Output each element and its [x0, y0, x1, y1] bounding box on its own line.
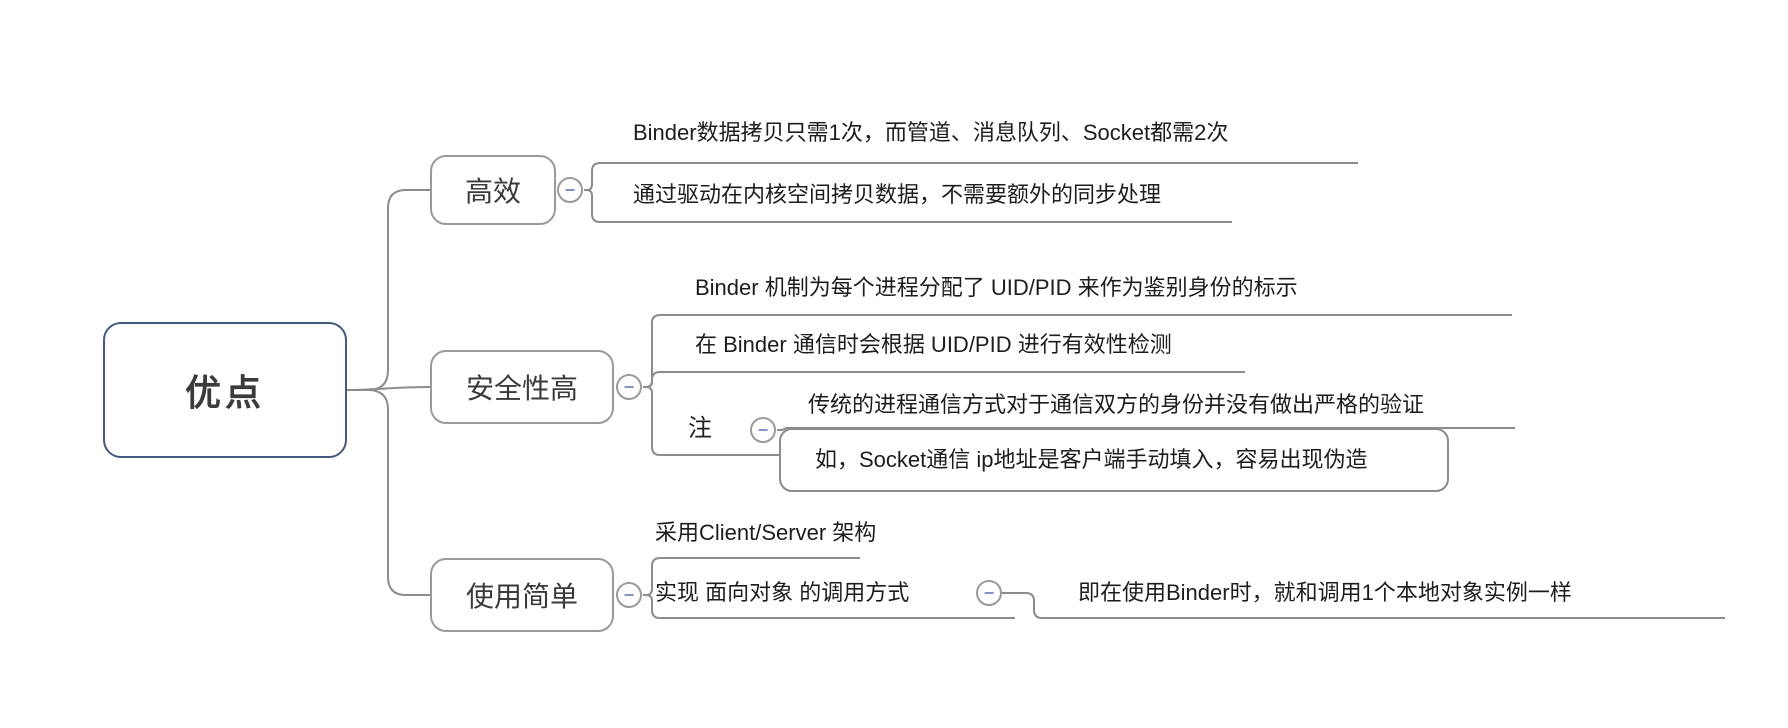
subtopic-kernel-copy[interactable]: 通过驱动在内核空间拷贝数据，不需要额外的同步处理	[633, 182, 1162, 207]
branch-topic-security-label: 安全性高	[465, 373, 578, 404]
branch-topic-easy-use-label: 使用简单	[465, 581, 578, 612]
collapse-toggle-easy-use[interactable]: −	[616, 582, 642, 608]
branch-topic-security[interactable]: 安全性高	[430, 350, 614, 424]
branch-topic-easy-use[interactable]: 使用简单	[430, 558, 614, 632]
branch-topic-efficiency-label: 高效	[464, 176, 521, 207]
subtopic-uid-pid-assign[interactable]: Binder 机制为每个进程分配了 UID/PID 来作为鉴别身份的标示	[695, 275, 1298, 300]
collapse-toggle-note[interactable]: −	[750, 417, 776, 443]
minus-icon: −	[564, 180, 576, 200]
subtopic-copy-once[interactable]: Binder数据拷贝只需1次，而管道、消息队列、Socket都需2次	[633, 120, 1229, 145]
root-topic[interactable]: 优点	[103, 322, 347, 458]
collapse-toggle-efficiency[interactable]: −	[557, 177, 583, 203]
subtopic-uid-pid-check[interactable]: 在 Binder 通信时会根据 UID/PID 进行有效性检测	[695, 332, 1172, 357]
connector-shiyong-child-1	[643, 594, 1015, 619]
minus-icon: −	[623, 377, 635, 397]
subtopic-traditional-ipc[interactable]: 传统的进程通信方式对于通信双方的身份并没有做出严格的验证	[808, 392, 1425, 417]
subtopic-client-server[interactable]: 采用Client/Server 架构	[655, 520, 877, 545]
connector-root-to-gaoxiao	[347, 189, 430, 391]
bubble-socket-note	[779, 428, 1449, 492]
subtopic-object-oriented[interactable]: 实现 面向对象 的调用方式	[655, 580, 910, 605]
subtopic-note[interactable]: 注	[688, 415, 712, 442]
connector-shixian-child-0	[1002, 592, 1725, 619]
minus-icon: −	[983, 583, 995, 603]
subtopic-local-object[interactable]: 即在使用Binder时，就和调用1个本地对象实例一样	[1078, 580, 1572, 605]
minus-icon: −	[623, 585, 635, 605]
root-topic-label: 优点	[184, 372, 265, 413]
connector-anquan-child-1	[643, 371, 1245, 388]
collapse-toggle-object-oriented[interactable]: −	[976, 580, 1002, 606]
minus-icon: −	[757, 420, 769, 440]
connector-gaoxiao-child-1	[584, 189, 1232, 223]
branch-topic-efficiency[interactable]: 高效	[430, 155, 556, 225]
connector-anquan-child-2	[643, 386, 780, 456]
subtopic-socket-forgery[interactable]: 如，Socket通信 ip地址是客户端手动填入，容易出现伪造	[815, 447, 1368, 472]
collapse-toggle-security[interactable]: −	[616, 374, 642, 400]
connector-zhu-child-0	[777, 427, 1515, 431]
connector-root-to-shiyong	[347, 389, 430, 596]
